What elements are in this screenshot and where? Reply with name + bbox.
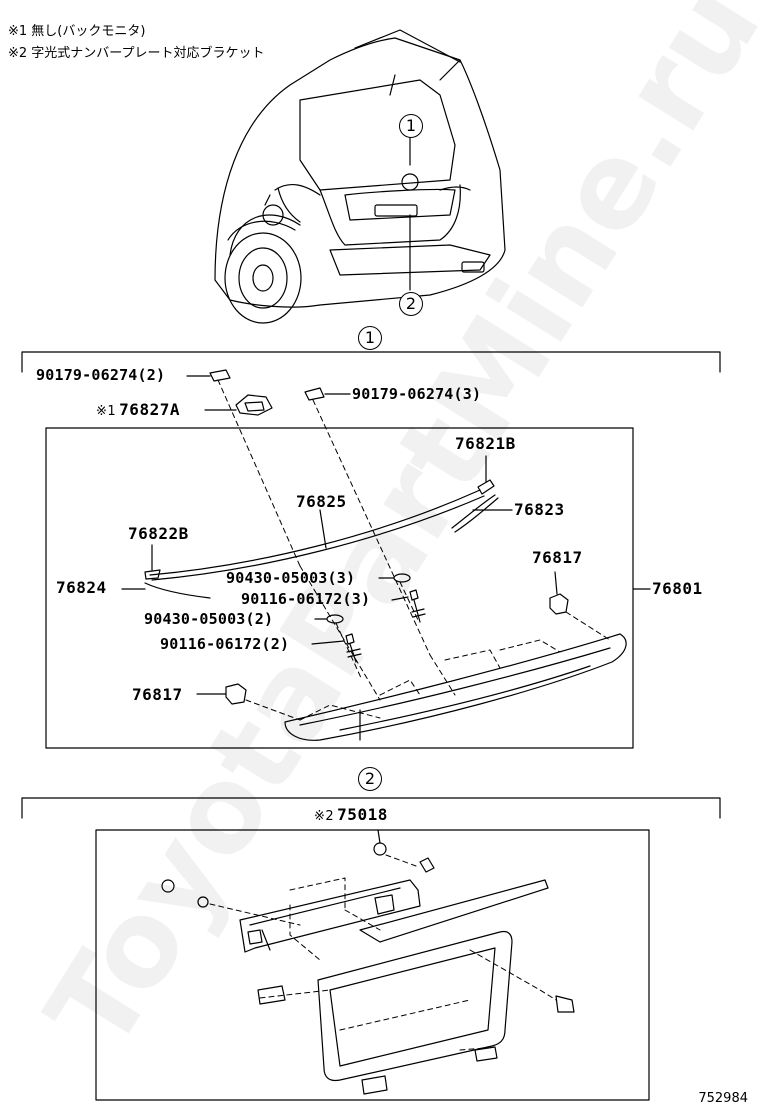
part-number-nut-left[interactable]: 90430-05003(2) [144, 610, 274, 628]
part-number-retainer-right[interactable]: 76817 [532, 548, 583, 567]
section-1-marker[interactable]: 1 [358, 326, 382, 350]
car-rear-illustration [214, 29, 506, 324]
callout-2[interactable]: 2 [399, 292, 423, 316]
diagram-id: 752984 [698, 1091, 748, 1106]
spoiler-body-part [284, 633, 627, 741]
part-number-retainer-left[interactable]: 76817 [132, 685, 183, 704]
callout-1[interactable]: 1 [399, 114, 423, 138]
bracket-75018-part [161, 829, 435, 953]
note-mark-1: ※1 [96, 404, 117, 419]
upper-molding-part [149, 489, 485, 581]
assembly-lines-1 [217, 379, 611, 721]
part-number-bolt-right[interactable]: 90116-06172(3) [241, 590, 371, 608]
part-number-end-piece-left[interactable]: 76822B [128, 524, 189, 543]
part-number-side-molding-left[interactable]: 76824 [56, 578, 107, 597]
end-piece-right-part [477, 455, 495, 495]
license-plate-frame-part [257, 879, 575, 1095]
clip-parts [186, 369, 351, 401]
side-molding-right-part [451, 494, 513, 533]
section-1-frame [21, 351, 721, 749]
part-number-end-piece-right[interactable]: 76821B [455, 434, 516, 453]
section-2-frame [21, 797, 721, 1101]
part-number-side-molding-right[interactable]: 76823 [514, 500, 565, 519]
part-number-clip-top-right[interactable]: 90179-06274(3) [352, 385, 482, 403]
side-molding-left-part [121, 582, 211, 599]
note-1: ※1 無し(バックモニタ) [8, 24, 146, 39]
note-2: ※2 字光式ナンバープレート対応ブラケット [8, 46, 265, 61]
part-number-upper-molding[interactable]: 76825 [296, 492, 347, 511]
camera-cover-label: 76827A [119, 400, 180, 419]
part-number-spoiler-assy[interactable]: 76801 [652, 579, 703, 598]
nut-bolt-right-parts [378, 573, 426, 623]
section-2-marker[interactable]: 2 [358, 767, 382, 791]
note-mark-2: ※2 [314, 809, 335, 824]
bracket-label: 75018 [337, 805, 388, 824]
part-number-clip-top-left[interactable]: 90179-06274(2) [36, 366, 166, 384]
assembly-lines-2 [209, 854, 557, 1051]
part-number-bolt-left[interactable]: 90116-06172(2) [160, 635, 290, 653]
part-number-nut-right[interactable]: 90430-05003(3) [226, 569, 356, 587]
end-piece-left-part [144, 544, 161, 580]
camera-cover-part [204, 394, 273, 416]
